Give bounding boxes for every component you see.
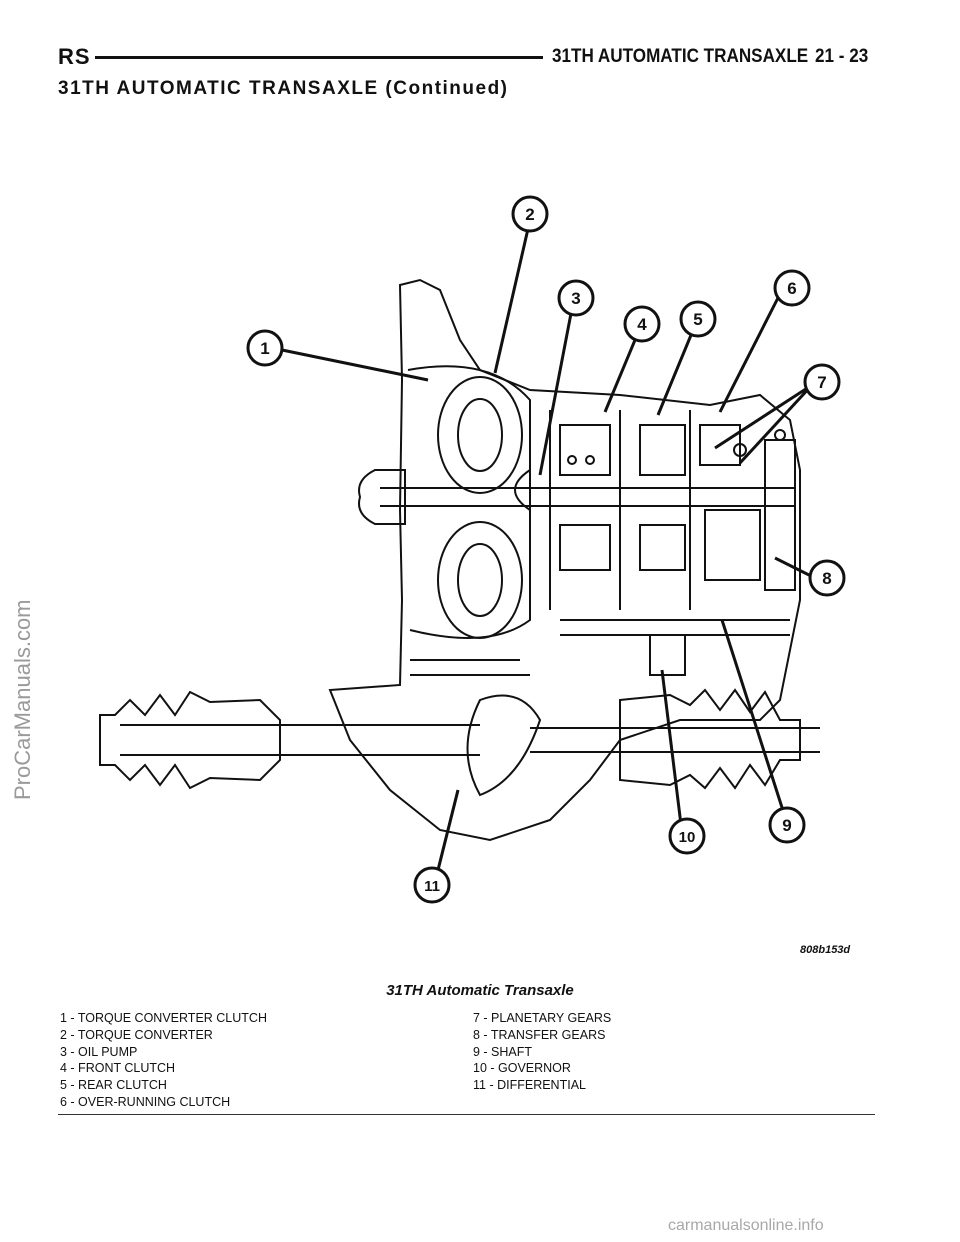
left-cv-boot — [99, 690, 281, 790]
bottom-watermark: carmanualsonline.info — [668, 1217, 824, 1234]
legend-item: 6 - OVER-RUNNING CLUTCH — [60, 1094, 231, 1109]
torque-converter-upper — [437, 376, 523, 494]
section-title: 31TH AUTOMATIC TRANSAXLE (Continued) — [58, 78, 509, 99]
legend-item: 9 - SHAFT — [473, 1044, 533, 1059]
legend-item: 4 - FRONT CLUTCH — [60, 1061, 176, 1076]
legend-item: 7 - PLANETARY GEARS — [473, 1011, 612, 1025]
input-shaft — [380, 487, 795, 507]
legend-item: 5 - REAR CLUTCH — [60, 1078, 167, 1093]
legend-item: 10 - GOVERNOR — [473, 1061, 571, 1076]
legend-item: 8 - TRANSFER GEARS — [473, 1027, 606, 1042]
legend-item: 2 - TORQUE CONVERTER — [60, 1027, 213, 1042]
front-clutch-pack — [559, 424, 611, 476]
callout-1-circle — [246, 329, 284, 367]
callout-6-label: 6 — [787, 279, 796, 298]
right-axle — [530, 727, 820, 753]
callout-10-circle — [668, 817, 706, 855]
converter-housing — [407, 365, 531, 639]
right-cv-boot — [619, 688, 801, 790]
callout-11-circle — [413, 866, 451, 904]
callout-11-label: 11 — [424, 878, 440, 895]
callout-7-circle — [803, 363, 841, 401]
callout-2-label: 2 — [525, 205, 534, 224]
transaxle-drawing: 1 2 3 4 5 6 7 8 9 10 11 — [99, 195, 846, 904]
differential-case — [466, 694, 542, 797]
figure-caption: 31TH Automatic Transaxle — [386, 982, 574, 999]
transfer-shaft — [560, 619, 790, 636]
legend-item: 3 - OIL PUMP — [60, 1044, 138, 1059]
side-watermark: ProCarManuals.com — [10, 599, 35, 800]
callout-8-circle — [808, 559, 846, 597]
callout-10-label: 10 — [679, 829, 696, 846]
callout-8-label: 8 — [822, 569, 831, 588]
legend-left-column: 1 - TORQUE CONVERTER CLUTCH 2 - TORQUE C… — [60, 1010, 267, 1111]
header-section-code: RS — [58, 44, 91, 69]
header-chapter-title: 31TH AUTOMATIC TRANSAXLE — [552, 46, 809, 67]
figure-code: 808b153d — [800, 944, 851, 956]
left-axle — [120, 724, 480, 756]
callout-5-label: 5 — [693, 310, 702, 329]
callout-4-label: 4 — [637, 315, 647, 334]
callout-2-circle — [511, 195, 549, 233]
header-rule — [95, 56, 543, 59]
legend-item: 11 - DIFFERENTIAL — [473, 1078, 586, 1093]
governor — [649, 634, 686, 676]
header-page-number: 21 - 23 — [815, 46, 869, 67]
torque-converter-lower — [437, 521, 523, 639]
legend-item: 1 - TORQUE CONVERTER CLUTCH — [60, 1011, 267, 1025]
callout-3-label: 3 — [571, 289, 580, 308]
planetary-gearset — [704, 509, 761, 581]
callout-4-circle — [623, 305, 661, 343]
legend-right-column: 7 - PLANETARY GEARS 8 - TRANSFER GEARS 9… — [473, 1010, 611, 1094]
callout-3-circle — [557, 279, 595, 317]
rear-clutch-pack — [639, 424, 686, 476]
callout-7-label: 7 — [817, 373, 826, 392]
callout-6-circle — [773, 269, 811, 307]
transaxle-illustration: 1 2 3 4 5 6 7 8 9 10 11 — [60, 180, 880, 970]
callout-1-label: 1 — [260, 339, 269, 358]
transfer-gears — [764, 439, 796, 591]
callout-9-circle — [768, 806, 806, 844]
callout-5-circle — [679, 300, 717, 338]
footer-rule — [58, 1114, 875, 1115]
callout-9-label: 9 — [782, 816, 791, 835]
